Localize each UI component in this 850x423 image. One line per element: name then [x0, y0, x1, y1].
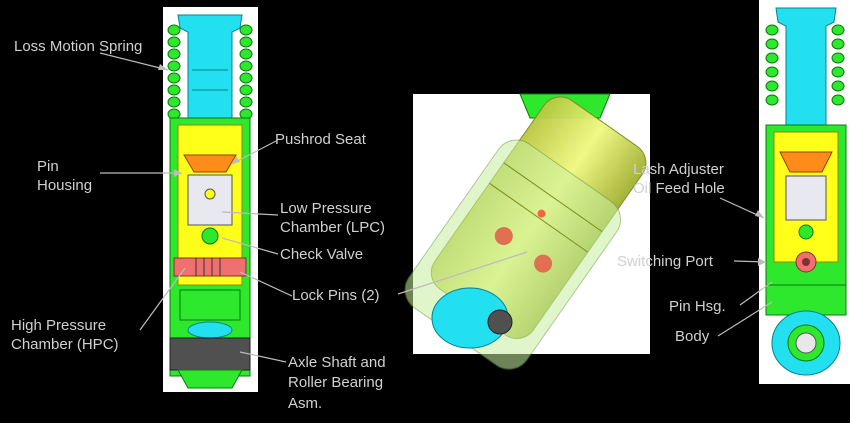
label-pin-hsg: Pin Hsg. [669, 298, 726, 315]
label-pushrod-seat: Pushrod Seat [275, 131, 366, 148]
middle-lifter-render [404, 93, 647, 370]
left-lifter-drawing [167, 14, 253, 389]
label-body: Body [675, 328, 710, 345]
label-loss-motion-spring: Loss Motion Spring [14, 38, 143, 55]
label-axle-line2: Roller Bearing [288, 374, 384, 391]
label-lock-pins: Lock Pins (2) [292, 287, 380, 304]
label-switching-port: Switching Port [617, 253, 713, 270]
label-pin-housing-line2: Housing [37, 177, 93, 194]
label-hpc-line2: Chamber (HPC) [11, 336, 119, 353]
label-axle-line1: Axle Shaft and [288, 354, 386, 371]
label-lpc-line2: Chamber (LPC) [280, 219, 386, 236]
label-lash-adjuster-line2: Oil Feed Hole [633, 180, 725, 197]
right-lifter-drawing [765, 7, 847, 376]
leader-lines [99, 52, 773, 363]
label-lpc-line1: Low Pressure [280, 200, 372, 217]
label-pin-housing-line1: Pin [37, 158, 59, 175]
label-check-valve: Check Valve [280, 246, 364, 263]
label-axle-line3: Asm. [288, 395, 323, 412]
label-hpc-line1: High Pressure [11, 317, 107, 334]
label-lash-adjuster-line1: Lash Adjuster [633, 161, 724, 178]
